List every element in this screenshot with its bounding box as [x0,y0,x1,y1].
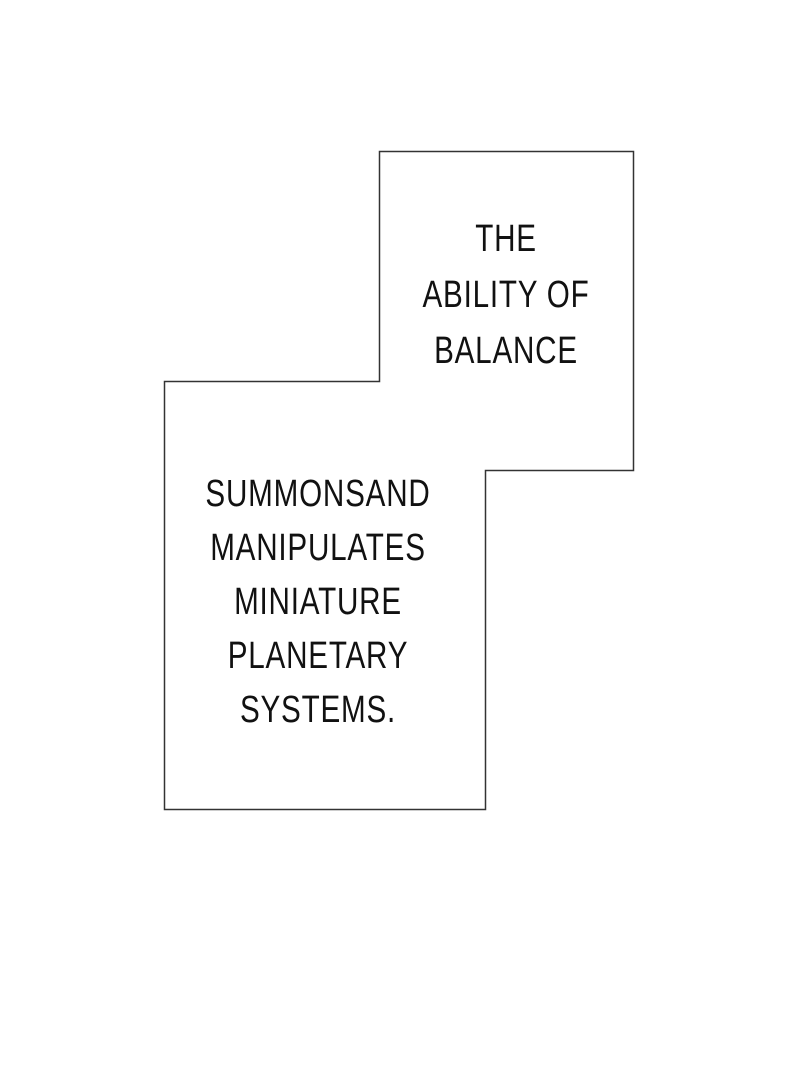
caption-line: SYSTEMS. [239,689,397,731]
caption-line: ABILITY OF [422,274,590,316]
caption-line: BALANCE [434,330,578,372]
caption-line: PLANETARY [227,635,409,677]
caption-line: SUMMONSAND [205,473,431,515]
caption-line: THE [475,218,537,260]
top-caption: THE ABILITY OF BALANCE [350,211,662,379]
caption-line: MINIATURE [234,581,402,623]
bottom-caption: SUMMONSAND MANIPULATES MINIATURE PLANETA… [162,467,474,737]
caption-line: MANIPULATES [210,527,426,569]
